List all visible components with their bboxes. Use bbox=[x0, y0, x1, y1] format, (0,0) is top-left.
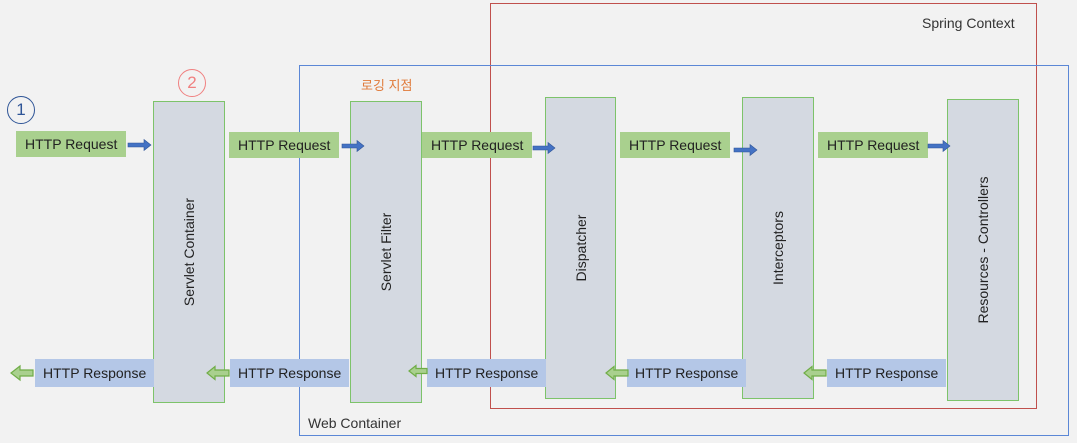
http-response-label: HTTP Response bbox=[827, 359, 947, 387]
http-request-label: HTTP Request bbox=[422, 132, 533, 158]
resources-controllers-box: Resources - Controllers bbox=[947, 99, 1019, 401]
web-container-label: Web Container bbox=[308, 415, 402, 431]
http-response-label: HTTP Response bbox=[427, 359, 547, 387]
step-2-marker: 2 bbox=[178, 69, 206, 97]
spring-context-label: Spring Context bbox=[922, 15, 1015, 31]
logging-point-label: 로깅 지점 bbox=[361, 78, 413, 93]
request-arrow-icon bbox=[127, 138, 152, 152]
response-arrow-icon bbox=[803, 365, 827, 381]
request-arrow-icon bbox=[341, 139, 365, 153]
http-response-label: HTTP Response bbox=[35, 359, 155, 387]
response-arrow-icon bbox=[206, 365, 230, 381]
spring-context-frame bbox=[490, 3, 1037, 409]
http-response-label: HTTP Response bbox=[230, 359, 350, 387]
response-arrow-icon bbox=[605, 365, 629, 381]
http-response-label: HTTP Response bbox=[627, 359, 747, 387]
http-request-label: HTTP Request bbox=[16, 131, 127, 157]
http-request-label: HTTP Request bbox=[620, 132, 731, 158]
request-arrow-icon bbox=[927, 139, 951, 153]
request-arrow-icon bbox=[532, 141, 556, 155]
web-container-frame bbox=[299, 65, 1069, 436]
step-1-marker: 1 bbox=[7, 96, 35, 124]
dispatcher-box: Dispatcher bbox=[545, 97, 616, 399]
request-arrow-icon bbox=[733, 143, 758, 157]
http-request-label: HTTP Request bbox=[818, 132, 929, 158]
response-arrow-icon bbox=[10, 364, 34, 382]
http-request-label: HTTP Request bbox=[229, 132, 340, 158]
servlet-filter-box: Servlet Filter bbox=[350, 101, 422, 403]
response-arrow-icon bbox=[408, 364, 428, 378]
servlet-container-box: Servlet Container bbox=[153, 101, 225, 403]
